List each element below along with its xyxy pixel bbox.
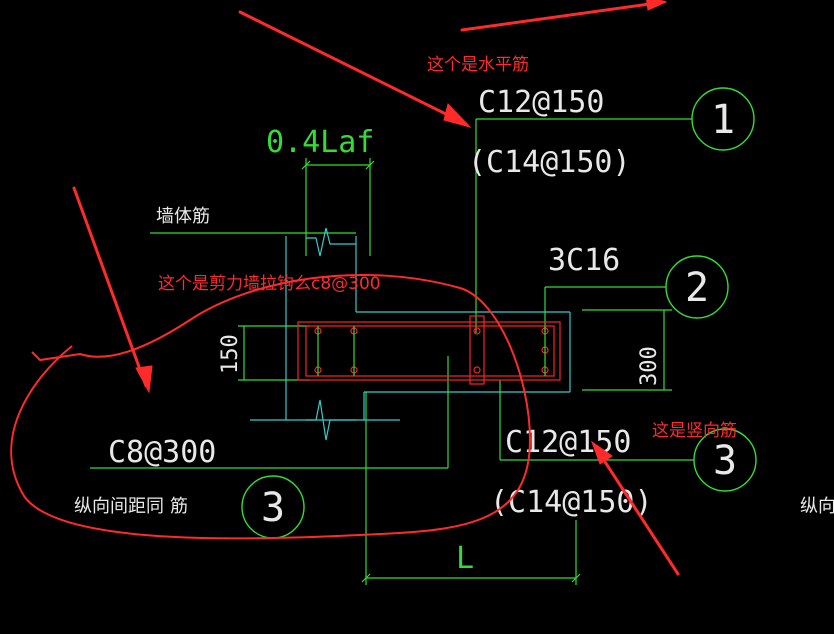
dim-300-label: 300 <box>637 346 662 386</box>
vertical-bar-alt-label: (C14@150) <box>490 485 653 520</box>
anchor-length-label: 0.4Laf <box>266 125 374 160</box>
longitudinal-spacing-right: 纵向间 <box>800 496 834 517</box>
longitudinal-spacing-left-tail: 筋 <box>170 496 188 517</box>
wall-rebar-label: 墙体筋 <box>156 206 210 227</box>
horizontal-bar-label: C12@150 <box>478 85 604 120</box>
horizontal-note: 这个是水平筋 <box>427 55 529 75</box>
red-hand-loop <box>10 274 532 540</box>
marker-2: 2 <box>685 265 709 311</box>
green-linework <box>90 118 694 585</box>
vertical-note: 这是竖向筋 <box>652 421 737 441</box>
dim-150-label: 150 <box>218 334 243 374</box>
dim-L-label: L <box>456 541 474 576</box>
vertical-bars <box>317 326 546 376</box>
marker-3-left: 3 <box>261 485 285 531</box>
tie-bar-label: C8@300 <box>108 435 216 470</box>
cyan-outline <box>250 227 571 441</box>
marker-3-right: 3 <box>713 438 737 484</box>
top-bars-label: 3C16 <box>548 243 620 278</box>
longitudinal-spacing-left: 纵向间距同 <box>74 496 164 517</box>
horizontal-bar-alt-label: (C14@150) <box>468 145 631 180</box>
tie-note: 这个是剪力墙拉钩么c8@300 <box>158 274 381 294</box>
red-arrows <box>72 0 680 576</box>
vertical-bar-label: C12@150 <box>505 425 631 460</box>
marker-1: 1 <box>711 97 735 143</box>
